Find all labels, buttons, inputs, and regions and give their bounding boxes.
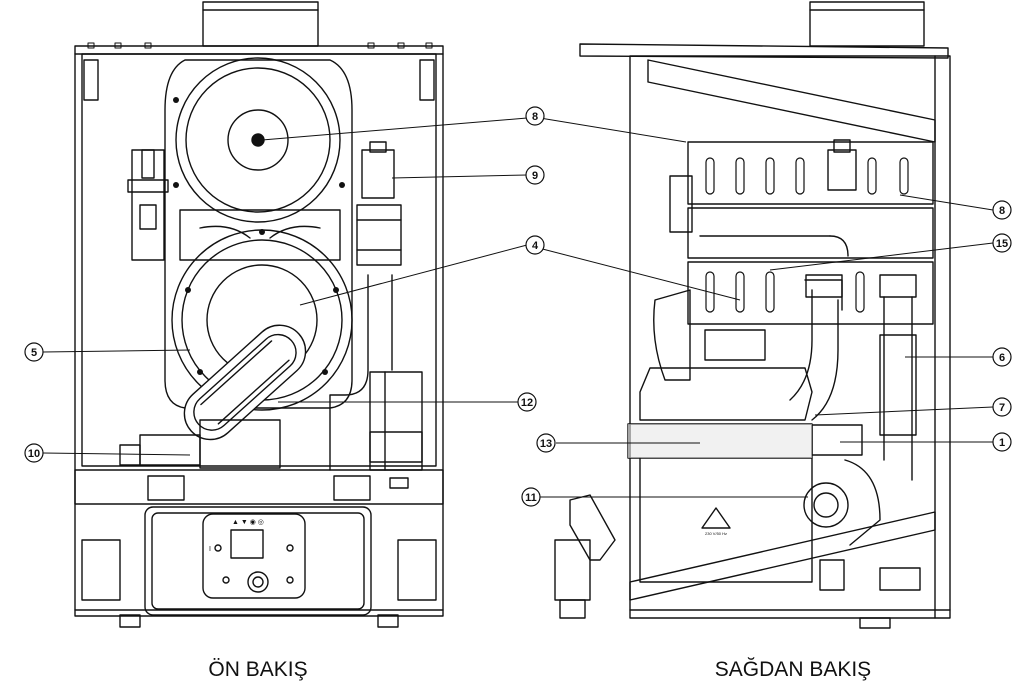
svg-text:12: 12 (521, 397, 533, 409)
right-sealed-chamber-top (639, 367, 813, 421)
front-view (74, 1, 444, 628)
callout-front-12: 12 (517, 392, 537, 412)
svg-text:10: 10 (28, 448, 40, 460)
svg-text:1: 1 (999, 437, 1005, 449)
svg-text:11: 11 (525, 492, 537, 504)
callout-right-1: 1 (992, 432, 1012, 452)
warning-text: 230 V/50 Hz (705, 531, 727, 536)
svg-text:7: 7 (999, 402, 1005, 414)
right-pipe-right (883, 296, 913, 481)
svg-text:13: 13 (540, 438, 552, 450)
callout-right-7: 7 (992, 397, 1012, 417)
right-pump-circle (803, 482, 849, 528)
right-view (554, 1, 951, 629)
front-control-box (144, 506, 372, 616)
control-knob[interactable] (247, 571, 269, 593)
svg-text:9: 9 (532, 170, 538, 182)
front-air-vent (361, 149, 395, 199)
callout-right-11: 11 (521, 487, 541, 507)
panel-side-glyph: I (209, 546, 211, 553)
front-flue-pipe (202, 1, 319, 47)
svg-text:8: 8 (999, 205, 1005, 217)
caption-front: ÖN BAKIŞ (208, 658, 307, 681)
right-air-vent (827, 149, 857, 191)
right-exchanger-upper (687, 141, 934, 205)
front-fan-housing (175, 57, 341, 223)
right-flue-pipe (809, 1, 925, 47)
callout-front-9: 9 (525, 165, 545, 185)
leader-lines (42, 117, 994, 498)
callout-right-8: 8 (992, 200, 1012, 220)
callout-front-4: 4 (525, 235, 545, 255)
panel-top-symbols: ▲ ▼ ◉ ◎ (232, 519, 264, 526)
callout-right-15: 15 (992, 233, 1012, 253)
control-panel (202, 513, 306, 599)
svg-text:6: 6 (999, 352, 1005, 364)
right-top-cover (579, 43, 949, 59)
caption-right: SAĞDAN BAKIŞ (715, 658, 871, 681)
right-cabinet (629, 55, 951, 619)
front-igniter-tube (183, 324, 307, 441)
right-valve (811, 424, 863, 456)
svg-text:4: 4 (532, 240, 539, 252)
callout-front-8: 8 (525, 106, 545, 126)
svg-text:5: 5 (31, 347, 37, 359)
svg-text:8: 8 (532, 111, 538, 123)
callout-right-13: 13 (536, 433, 556, 453)
right-pipe-left (789, 279, 843, 421)
right-electronics-box (569, 494, 616, 561)
chamber-shade (628, 424, 812, 458)
front-pipe (329, 274, 393, 471)
control-display (230, 529, 264, 559)
callout-front-5: 5 (24, 342, 44, 362)
callout-right-6: 6 (992, 347, 1012, 367)
front-cabinet (74, 45, 444, 617)
right-exchanger-lower (687, 261, 934, 325)
right-fan-motor (653, 289, 691, 381)
warning-triangle-icon (701, 507, 731, 529)
callouts: 8 9 4 5 12 10 8 15 6 7 13 1 11 (24, 106, 1012, 507)
svg-text:15: 15 (996, 238, 1008, 250)
callout-front-10: 10 (24, 443, 44, 463)
front-pump (369, 371, 423, 471)
